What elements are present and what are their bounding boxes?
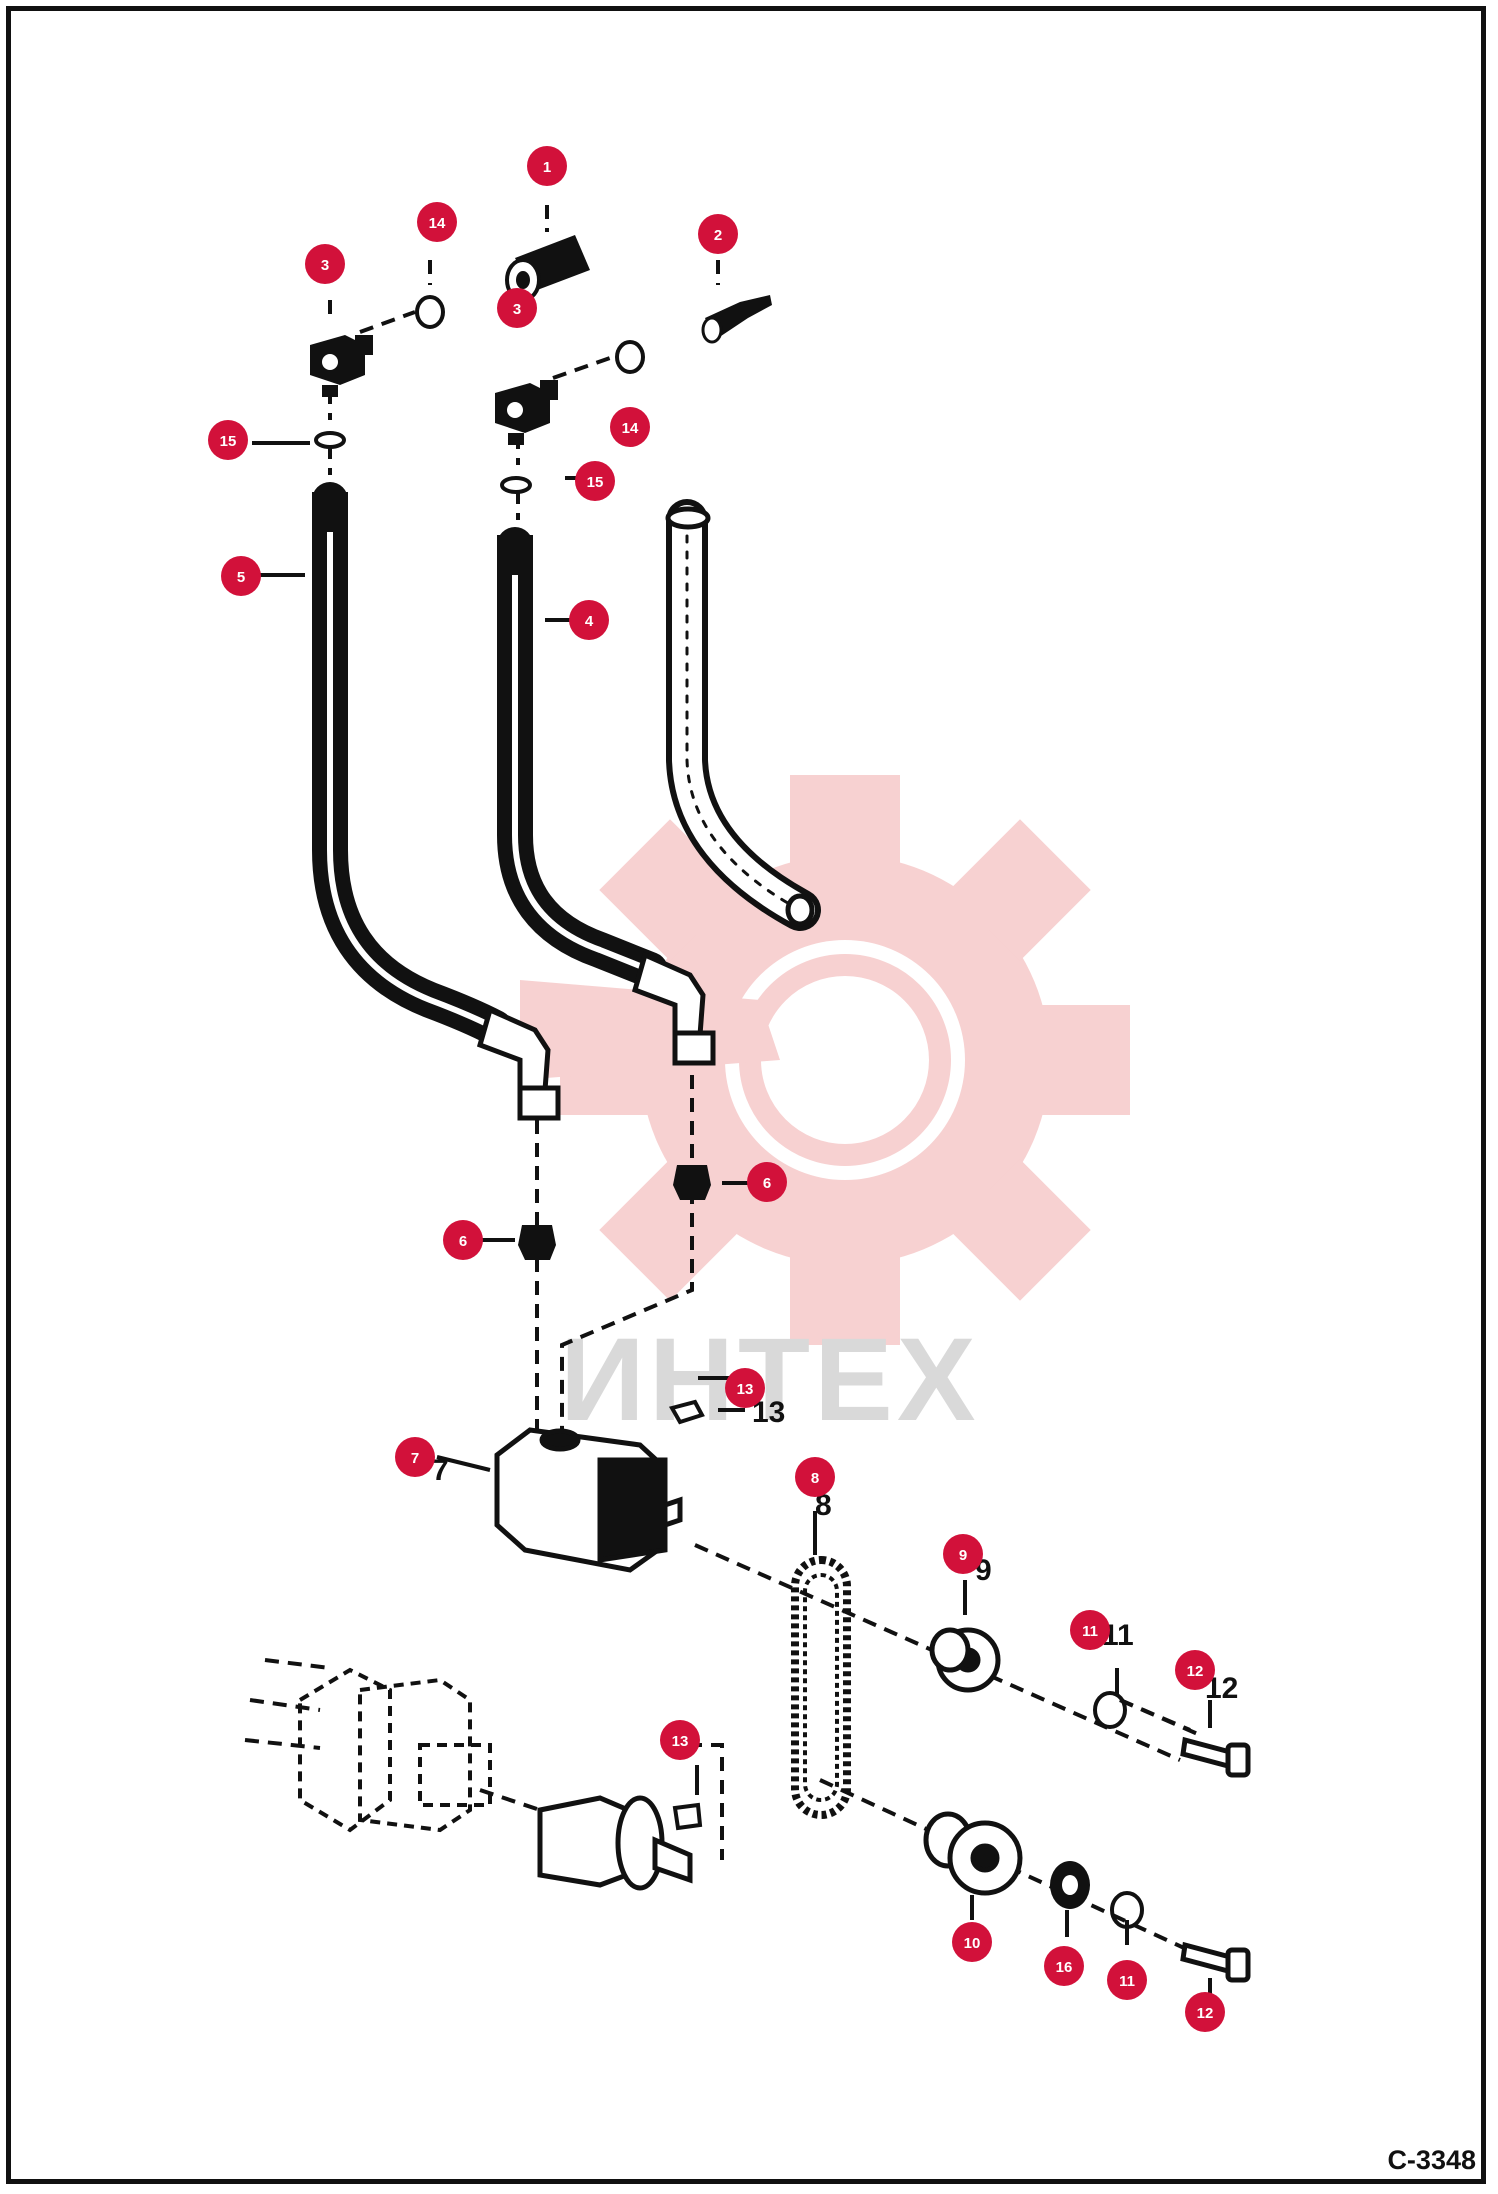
callout-12: 12 [1185,1992,1225,2032]
callout-4: 4 [569,600,609,640]
svg-text:12: 12 [1197,2005,1214,2022]
svg-text:13: 13 [672,1733,689,1750]
svg-text:12: 12 [1187,1663,1204,1680]
protective-sleeve-hose [665,499,821,931]
sprocket-lower-part [923,1811,1023,1896]
callout-5: 5 [221,556,261,596]
tee-fitting-part-left [310,335,373,397]
roller-chain-part [791,1556,851,1819]
callout-9: 9 [943,1534,983,1574]
callout-13: 13 [725,1368,765,1408]
watermark-text: ИНТЕХ [560,1314,980,1446]
spacer-part [1050,1861,1090,1909]
callout-1: 1 [527,146,567,186]
svg-text:14: 14 [622,420,639,437]
svg-text:15: 15 [220,433,237,450]
svg-text:11: 11 [1119,1973,1135,1990]
svg-text:6: 6 [459,1233,467,1250]
callout-6: 6 [443,1220,483,1260]
hose-elbow-left [476,1006,561,1121]
callout-3: 3 [497,288,537,328]
svg-text:2: 2 [714,227,722,244]
nipple-fitting-part [701,295,772,344]
svg-text:14: 14 [429,215,446,232]
hydraulic-motor-part [494,1427,683,1573]
callout-12: 12 [1175,1650,1215,1690]
sprocket-upper-part [929,1627,1001,1693]
plain-number-7: 7 [432,1454,449,1487]
svg-text:13: 13 [737,1381,754,1398]
callout-16: 16 [1044,1946,1084,1986]
svg-text:11: 11 [1082,1623,1098,1640]
svg-text:10: 10 [964,1935,981,1952]
hydraulic-hose-middle [497,527,668,988]
callout-15: 15 [575,461,615,501]
callout-14: 14 [417,202,457,242]
svg-text:1: 1 [543,159,551,176]
callout-7: 7 [395,1437,435,1477]
svg-text:3: 3 [321,257,329,274]
plain-number-8: 8 [815,1489,832,1522]
callout-15: 15 [208,420,248,460]
callout-13: 13 [660,1720,700,1760]
tee-fitting-part-right [495,380,558,445]
o-ring-parts [314,295,1144,1929]
callout-11: 11 [1070,1610,1110,1650]
svg-text:9: 9 [959,1547,967,1564]
svg-text:3: 3 [513,301,521,318]
callout-8: 8 [795,1457,835,1497]
callout-2: 2 [698,214,738,254]
watermark-gear-icon [520,775,1130,1345]
key-parts [668,1399,705,1831]
shaft-assembly-part [537,1795,693,1891]
svg-text:6: 6 [763,1175,771,1192]
svg-text:7: 7 [411,1450,419,1467]
page-frame [6,6,1486,2184]
drawing-number: C-3348 [1387,2145,1476,2175]
bolt-parts [1180,1736,1251,1983]
svg-text:8: 8 [811,1470,819,1487]
hose-elbow-middle [631,951,716,1066]
callout-3: 3 [305,244,345,284]
svg-text:15: 15 [587,474,604,491]
svg-text:16: 16 [1056,1959,1073,1976]
mount-bracket-dashed [298,1667,492,1833]
callout-10: 10 [952,1922,992,1962]
hydraulic-hose-left [312,482,513,1046]
callout-markers: 1 14 2 3 3 15 14 15 5 4 6 6 13 7 8 9 11 … [208,146,1225,2032]
svg-text:4: 4 [585,613,594,630]
callout-14: 14 [610,407,650,447]
callout-11: 11 [1107,1960,1147,2000]
adapter-fitting-parts [518,1165,711,1260]
svg-text:5: 5 [237,569,245,586]
callout-6: 6 [747,1162,787,1202]
